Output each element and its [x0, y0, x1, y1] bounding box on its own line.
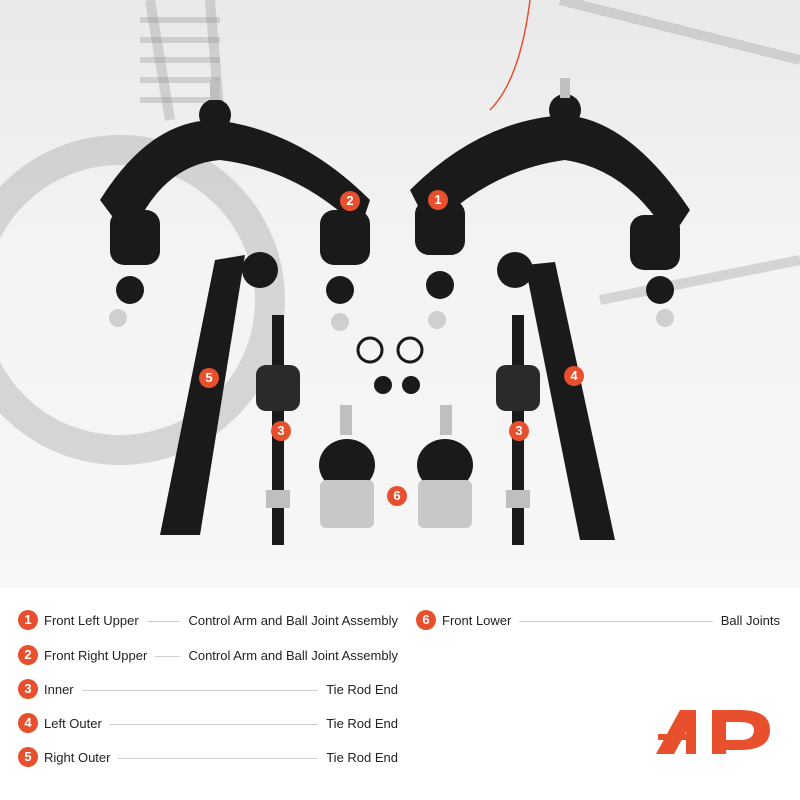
leader-line [109, 723, 319, 725]
legend-row-1: 1 Front Left Upper Control Arm and Ball … [18, 609, 398, 631]
legend-part: Tie Rod End [326, 749, 398, 765]
legend-number: 5 [18, 747, 38, 767]
parts-illustration [0, 0, 800, 545]
leader-line [118, 757, 319, 759]
leader-line [81, 689, 319, 691]
callout-badge-2: 2 [340, 191, 360, 211]
legend-row-4: 4 Left Outer Tie Rod End [18, 712, 398, 734]
legend-position: Inner [44, 681, 74, 697]
callout-badge-4: 4 [564, 366, 584, 386]
legend-number: 3 [18, 679, 38, 699]
legend-row-2: 2 Front Right Upper Control Arm and Ball… [18, 644, 398, 666]
legend-number: 4 [18, 713, 38, 733]
callout-badge-6: 6 [387, 486, 407, 506]
product-photo: 1 2 3 3 4 5 6 [0, 0, 800, 588]
outer-tie-rod-right [160, 252, 278, 535]
legend-row-5: 5 Right Outer Tie Rod End [18, 746, 398, 768]
legend-position: Right Outer [44, 749, 111, 765]
legend-position: Front Lower [442, 612, 512, 628]
callout-badge-3-left: 3 [271, 421, 291, 441]
callout-badge-1: 1 [428, 190, 448, 210]
parts-legend: 1 Front Left Upper Control Arm and Ball … [0, 588, 800, 800]
leader-line [155, 655, 181, 657]
legend-part: Ball Joints [720, 612, 780, 628]
dust-seals [374, 376, 420, 394]
lower-ball-joint-left [319, 405, 375, 528]
legend-row-6: 6 Front Lower Ball Joints [416, 609, 780, 631]
legend-position: Left Outer [44, 715, 102, 731]
outer-tie-rod-left [497, 252, 615, 540]
accent-curve [489, 0, 531, 111]
legend-row-3: 3 Inner Tie Rod End [18, 678, 398, 700]
brand-logo-icon [656, 710, 770, 754]
callout-badge-3-right: 3 [509, 421, 529, 441]
legend-position: Front Left Upper [44, 612, 139, 628]
legend-part: Control Arm and Ball Joint Assembly [188, 612, 398, 628]
lower-ball-joint-right [417, 405, 473, 528]
legend-part: Control Arm and Ball Joint Assembly [188, 647, 398, 663]
legend-part: Tie Rod End [326, 715, 398, 731]
legend-part: Tie Rod End [326, 681, 398, 697]
callout-badge-5: 5 [199, 368, 219, 388]
legend-number: 1 [18, 610, 38, 630]
upper-control-arm-right [100, 80, 370, 331]
leader-line [519, 620, 713, 622]
legend-number: 6 [416, 610, 436, 630]
legend-position: Front Right Upper [44, 647, 148, 663]
legend-number: 2 [18, 645, 38, 665]
leader-line [146, 620, 181, 622]
upper-control-arm-left [410, 78, 690, 329]
snap-rings [356, 336, 424, 364]
